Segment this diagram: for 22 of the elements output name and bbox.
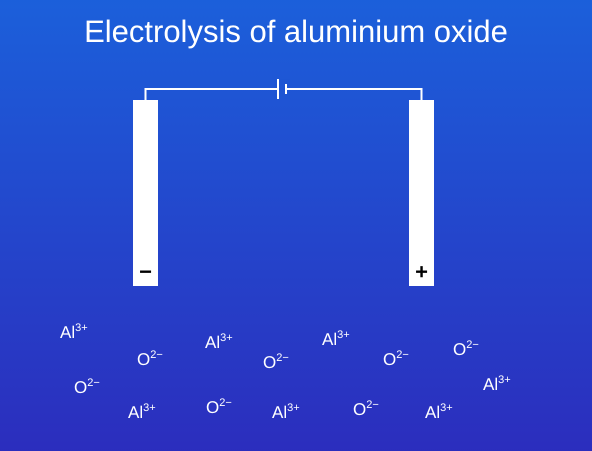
title: Electrolysis of aluminium oxide xyxy=(83,14,509,50)
polarity-sign: + xyxy=(414,260,429,284)
ion-label: O$^{2−}$ xyxy=(74,376,100,398)
electrode xyxy=(409,100,434,286)
wire xyxy=(286,88,422,100)
ion-label: O$^{2−}$ xyxy=(137,348,163,370)
ion-label: Al$^{3+}$ xyxy=(128,401,156,423)
electrode xyxy=(133,100,158,286)
wire xyxy=(144,88,278,100)
ion-label: Al$^{3+}$ xyxy=(425,401,453,423)
ion-label: O$^{2−}$ xyxy=(453,338,479,360)
ion-label: Al$^{3+}$ xyxy=(322,328,350,350)
ion-label: O$^{2−}$ xyxy=(263,351,289,373)
ion-label: O$^{2−}$ xyxy=(383,348,409,370)
battery-symbol xyxy=(274,79,290,99)
ion-label: O$^{2−}$ xyxy=(206,396,232,418)
ion-label: Al$^{3+}$ xyxy=(205,331,233,353)
ion-label: Al$^{3+}$ xyxy=(272,401,300,423)
ion-label: O$^{2−}$ xyxy=(353,398,379,420)
ion-label: Al$^{3+}$ xyxy=(483,373,511,395)
polarity-sign: − xyxy=(138,260,153,284)
ion-label: Al$^{3+}$ xyxy=(60,321,88,343)
